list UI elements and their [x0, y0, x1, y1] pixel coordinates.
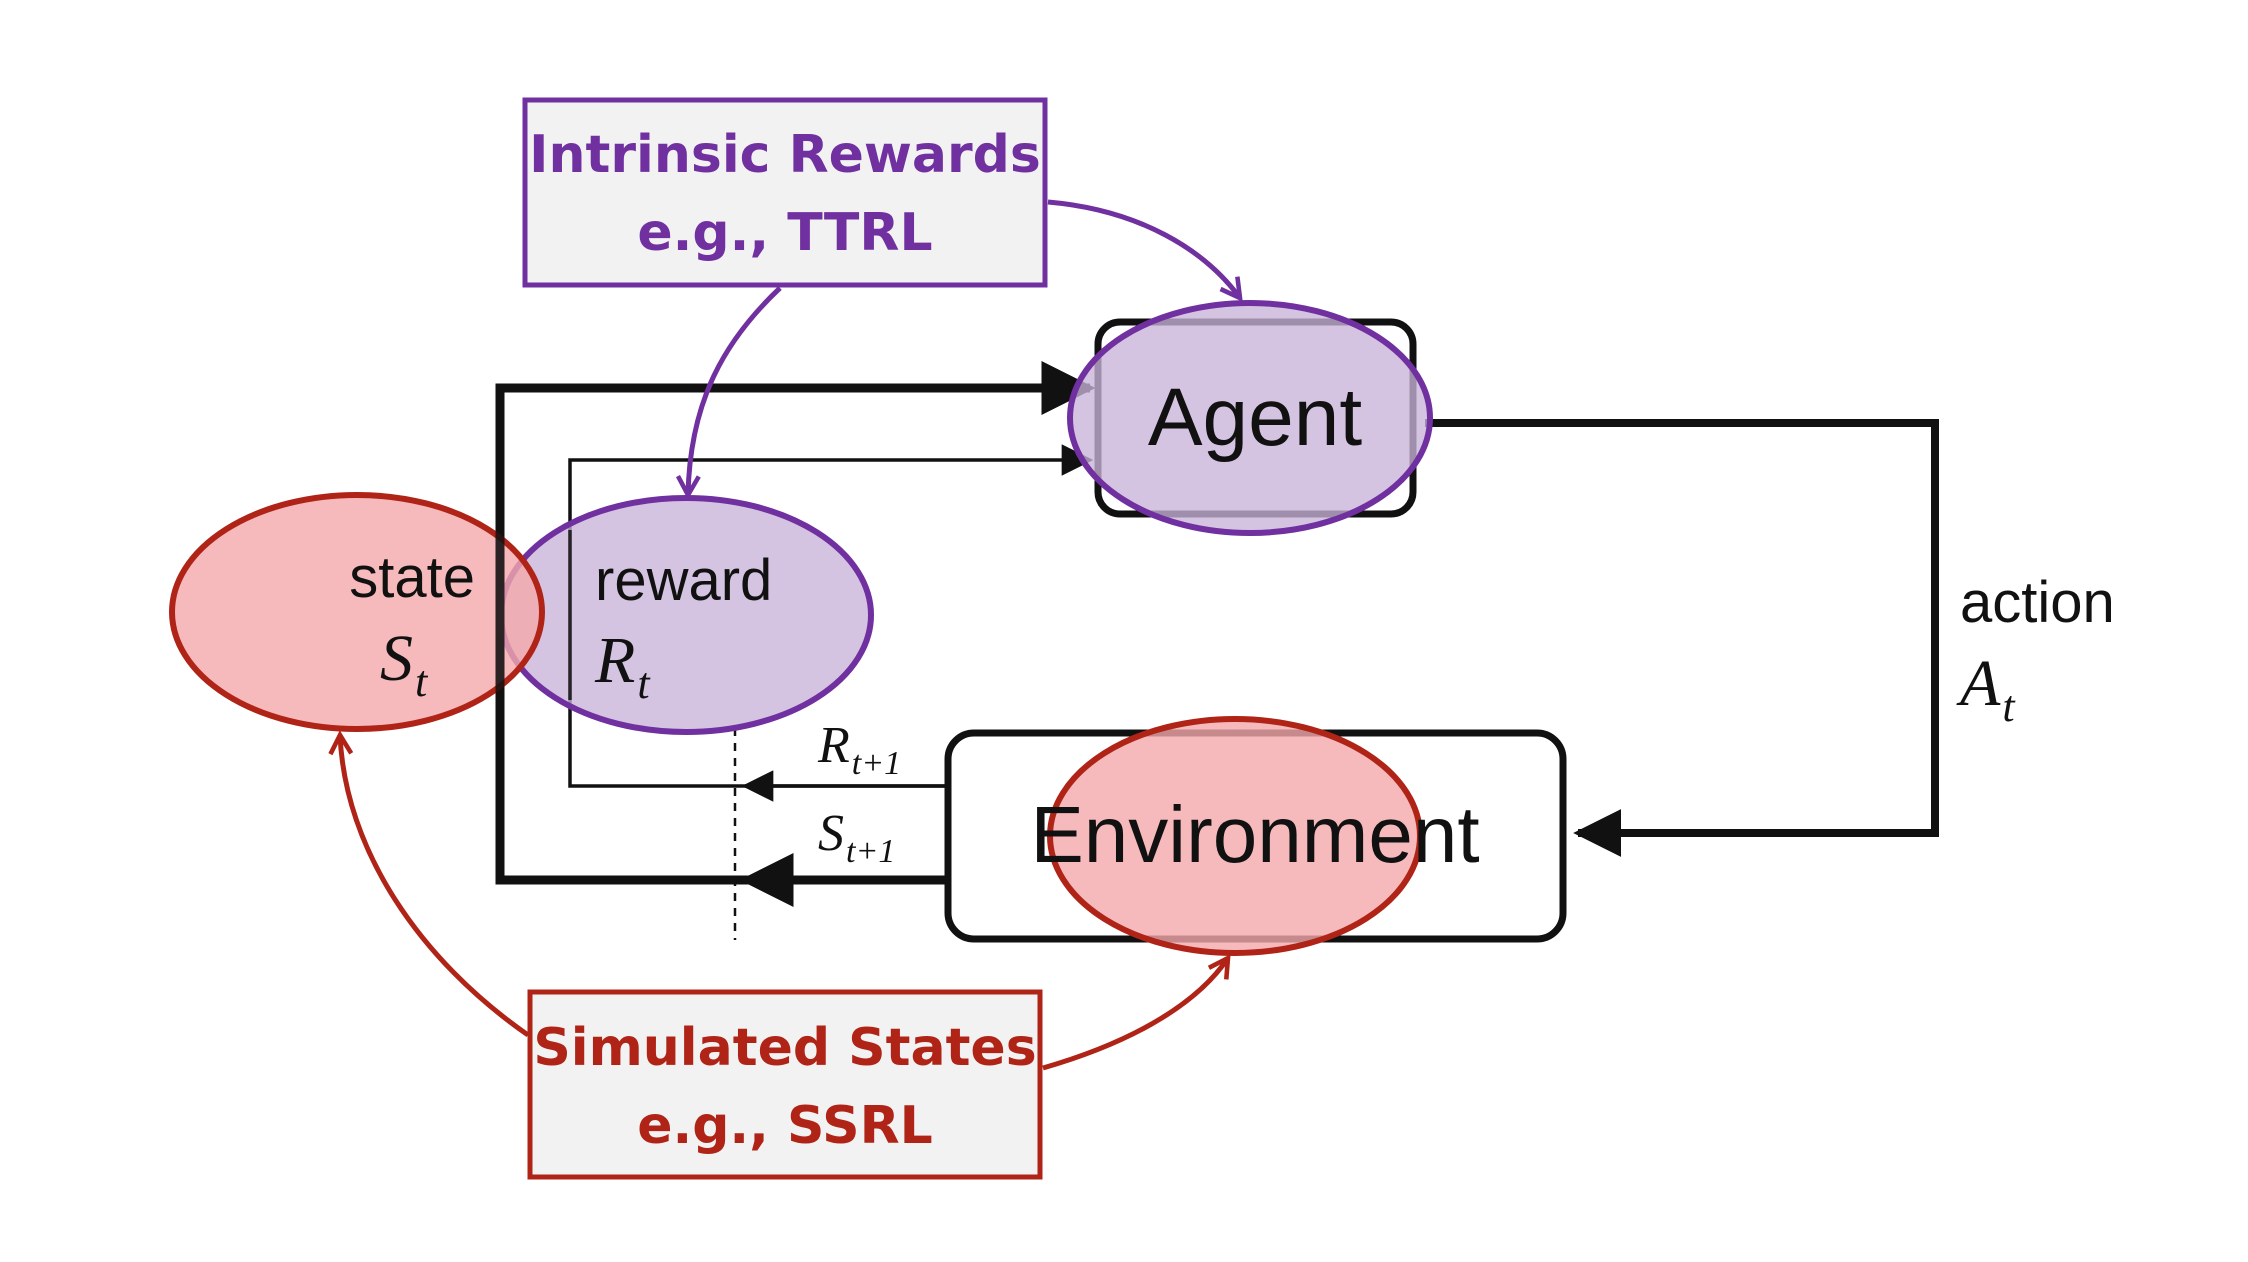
environment-label: Environment — [1030, 790, 1479, 879]
simulated-states-callout: Simulated States e.g., SSRL — [527, 989, 1043, 1180]
state-highlight — [169, 492, 545, 732]
simulated-states-title: Simulated States — [533, 1018, 1036, 1078]
intrinsic-rewards-callout: Intrinsic Rewards e.g., TTRL — [522, 97, 1048, 288]
agent-highlight — [1067, 300, 1433, 536]
reward-label: reward — [595, 548, 772, 613]
agent-label: Agent — [1148, 372, 1363, 463]
next-reward-symbol: Rt+1 — [817, 717, 901, 782]
intrinsic-to-reward-arrow — [688, 286, 782, 495]
environment-highlight — [1047, 716, 1423, 956]
intrinsic-rewards-title: Intrinsic Rewards — [529, 125, 1041, 185]
simulated-to-state-arrow — [340, 735, 530, 1038]
reward-highlight — [498, 495, 874, 735]
next-state-symbol: St+1 — [818, 805, 895, 870]
intrinsic-to-agent-arrow — [1047, 199, 1240, 298]
action-symbol: At — [1956, 647, 2016, 731]
action-label: action — [1960, 570, 2115, 635]
action-arrow — [1425, 419, 1939, 857]
simulated-states-example: e.g., SSRL — [637, 1096, 933, 1156]
intrinsic-rewards-example: e.g., TTRL — [637, 203, 932, 263]
reward-symbol: Rt — [594, 624, 651, 708]
state-symbol: St — [380, 622, 429, 706]
state-label: state — [349, 545, 475, 610]
simulated-to-environment-arrow — [1042, 958, 1228, 1071]
